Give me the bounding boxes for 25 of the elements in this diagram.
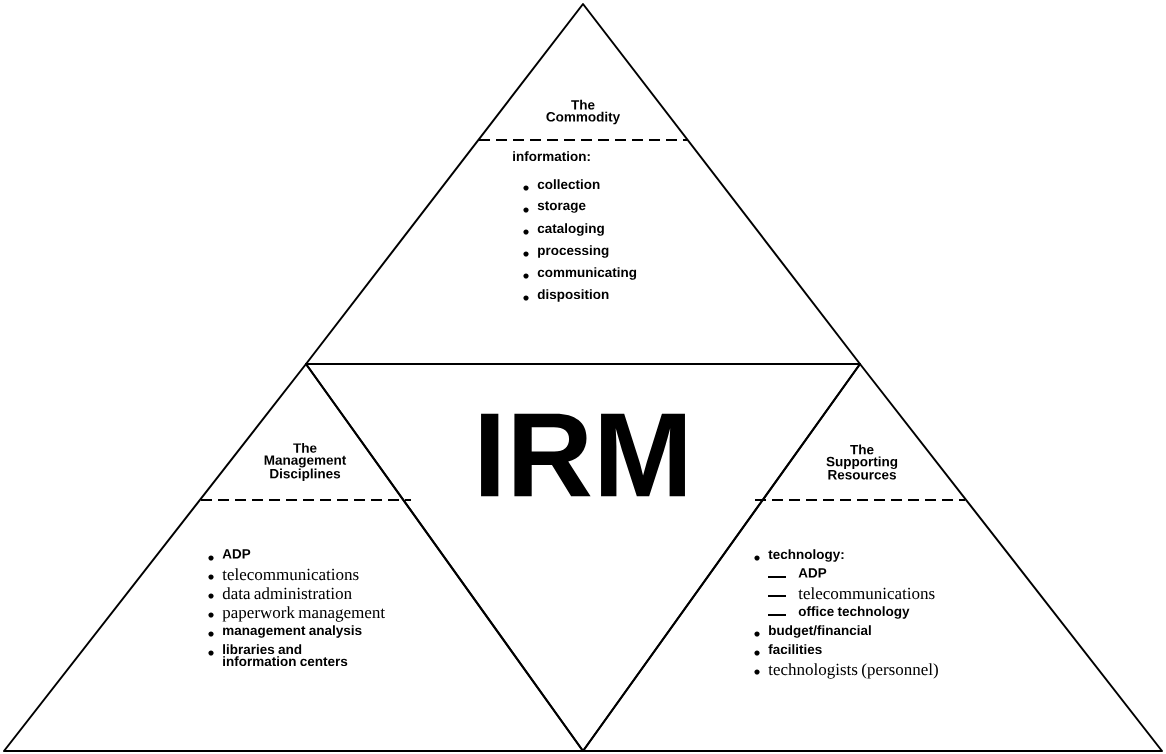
center-label: IRM [481, 413, 685, 497]
list-item: technologists (personnel) [754, 663, 938, 679]
list-item: paperwork management [208, 606, 385, 622]
list-item: libraries and information centers [208, 644, 348, 667]
list-item: technology: [754, 549, 844, 562]
list-item: budget/financial [754, 625, 871, 638]
list-item: collection [523, 179, 600, 191]
list-item: cataloging [523, 223, 604, 236]
list-item: telecommunications [208, 568, 359, 581]
list-heading: information: [513, 151, 590, 162]
list-item: processing [523, 245, 609, 258]
sub-item: office technology [767, 606, 910, 619]
sub-item: ADP [767, 568, 827, 578]
list-item: management analysis [208, 625, 362, 638]
list-item: storage [523, 201, 586, 213]
list-item: communicating [523, 267, 637, 280]
panel-heading: The Supporting Resources [826, 444, 898, 480]
triangle-panel [305, 3, 861, 365]
panel-heading: The Commodity [546, 99, 621, 125]
list-item: ADP [208, 549, 251, 561]
sub-item: telecommunications [767, 587, 935, 600]
list-item: disposition [523, 289, 609, 302]
list-item: facilities [754, 644, 822, 656]
panel-heading: The Management Disciplines [264, 442, 347, 482]
list-item: data administration [208, 587, 352, 600]
